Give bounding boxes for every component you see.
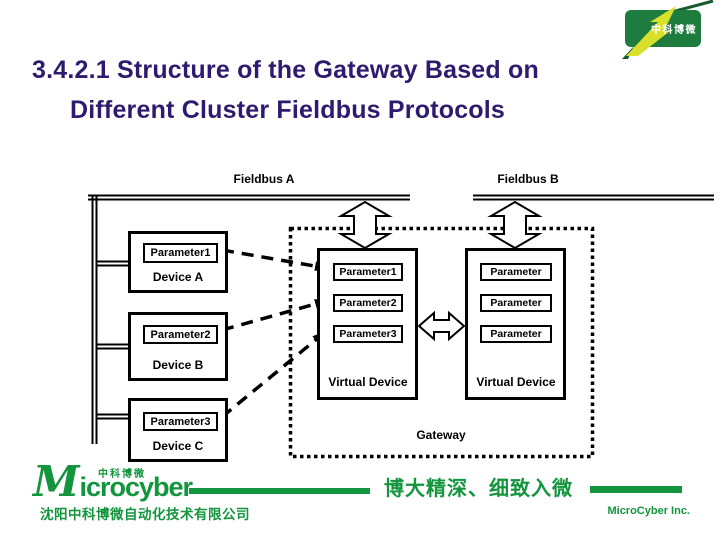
- footer-company-name-cn: 沈阳中科博微自动化技术有限公司: [40, 507, 250, 522]
- footer-company-name-en: MicroCyber Inc.: [607, 505, 690, 517]
- device-a-parameter-box: Parameter1: [143, 243, 218, 263]
- footer-logo-wordmark: icrocyber: [79, 472, 194, 502]
- footer-divider-bar-right: [590, 486, 682, 493]
- virtual-device-b-parameter2-box: Parameter: [480, 294, 552, 312]
- device-c-label: Device C: [152, 439, 204, 453]
- gateway-dashed-border: [288, 226, 595, 459]
- virtual-device-b-label: Virtual Device: [476, 375, 556, 389]
- mapping-arrow-parameter1: [221, 248, 328, 272]
- virtual-device-b-parameter3-box: Parameter: [480, 325, 552, 343]
- device-a-label: Device A: [152, 270, 204, 284]
- device-b-label: Device B: [152, 358, 204, 372]
- logo-tail: [622, 46, 634, 59]
- device-b-box: [128, 312, 228, 381]
- device-b-stub-line: [96, 343, 129, 350]
- mapping-arrow-parameter2: [221, 299, 328, 332]
- fieldbus-b-label: Fieldbus B: [497, 172, 559, 186]
- device-c-parameter-box: Parameter3: [143, 412, 218, 431]
- gateway-label: Gateway: [416, 428, 466, 442]
- slide-title-line1: 3.4.2.1 Structure of the Gateway Based o…: [32, 56, 539, 84]
- virtual-device-a-parameter3-box: Parameter3: [333, 325, 403, 343]
- virtual-device-a-label: Virtual Device: [328, 375, 408, 389]
- fieldbus-b-gateway-arrow-icon: [487, 200, 543, 250]
- fieldbus-a-label: Fieldbus A: [233, 172, 295, 186]
- device-a-stub-line: [96, 260, 129, 267]
- virtual-device-a-parameter1-box: Parameter1: [333, 263, 403, 281]
- fieldbus-a-gateway-arrow-icon: [337, 200, 393, 250]
- logo-bolt-icon: [626, 6, 676, 56]
- mapping-arrow-parameter3: [220, 331, 326, 419]
- virtual-device-exchange-arrow-icon: [417, 310, 466, 342]
- fieldbus-a-drop-line: [91, 195, 98, 444]
- microcyber-logo-icon: 中科博微: [622, 0, 714, 59]
- slide-title-line2: Different Cluster Fieldbus Protocols: [70, 96, 506, 124]
- virtual-device-b-parameter1-box: Parameter: [480, 263, 552, 281]
- fieldbus-a-bus-line: [88, 194, 410, 201]
- device-b-parameter-box: Parameter2: [143, 325, 218, 344]
- virtual-device-a-parameter2-box: Parameter2: [333, 294, 403, 312]
- footer-slogan: 博大精深、细致入微: [384, 478, 573, 500]
- footer-divider-bar-left: [189, 488, 370, 494]
- device-c-stub-line: [96, 413, 129, 420]
- logo-text: 中科博微: [651, 23, 697, 36]
- footer-logo-m: M: [33, 457, 80, 506]
- fieldbus-b-bus-line: [473, 194, 714, 201]
- footer-logo-cn-text: 中科博微: [98, 469, 146, 480]
